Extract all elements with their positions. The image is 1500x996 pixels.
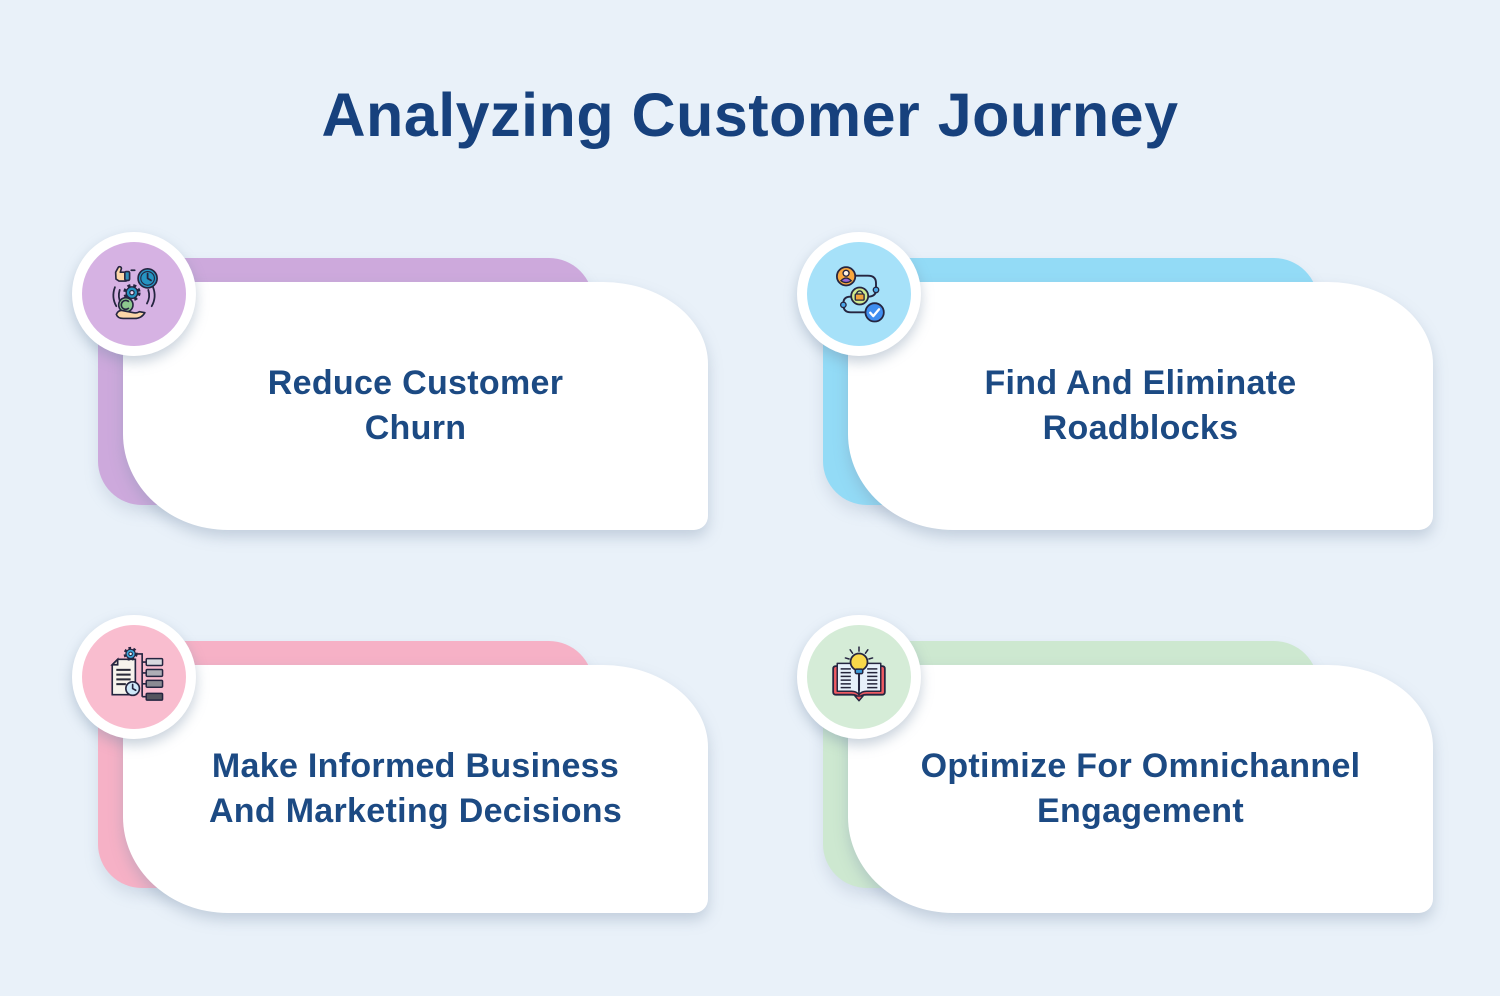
card-omnichannel-engagement: Optimize For Omnichannel Engagement xyxy=(797,615,1443,923)
card-find-roadblocks: Find And Eliminate Roadblocks xyxy=(797,232,1443,540)
card-body: Optimize For Omnichannel Engagement xyxy=(848,665,1433,913)
card-reduce-churn: Reduce Customer Churn xyxy=(72,232,718,540)
journey-flow-icon xyxy=(836,266,885,323)
card-icon-circle xyxy=(82,625,186,729)
card-body: Reduce Customer Churn xyxy=(123,282,708,530)
card-icon-circle xyxy=(807,625,911,729)
card-icon-badge xyxy=(797,615,921,739)
card-icon-circle xyxy=(82,242,186,346)
insight-book-icon xyxy=(832,646,886,702)
card-icon-badge xyxy=(72,232,196,356)
data-decisions-icon xyxy=(110,646,164,701)
card-body: Find And Eliminate Roadblocks xyxy=(848,282,1433,530)
card-title: Reduce Customer Churn xyxy=(267,364,564,447)
card-icon-circle xyxy=(807,242,911,346)
card-body: Make Informed Business And Marketing Dec… xyxy=(123,665,708,913)
card-title: Make Informed Business And Marketing Dec… xyxy=(208,747,623,830)
card-icon-badge xyxy=(72,615,196,739)
page-title: Analyzing Customer Journey xyxy=(321,81,1179,149)
card-informed-decisions: Make Informed Business And Marketing Dec… xyxy=(72,615,718,923)
card-title: Optimize For Omnichannel Engagement xyxy=(920,747,1361,830)
card-title: Find And Eliminate Roadblocks xyxy=(984,364,1297,447)
card-icon-badge xyxy=(797,232,921,356)
customer-retention-icon xyxy=(112,265,158,320)
